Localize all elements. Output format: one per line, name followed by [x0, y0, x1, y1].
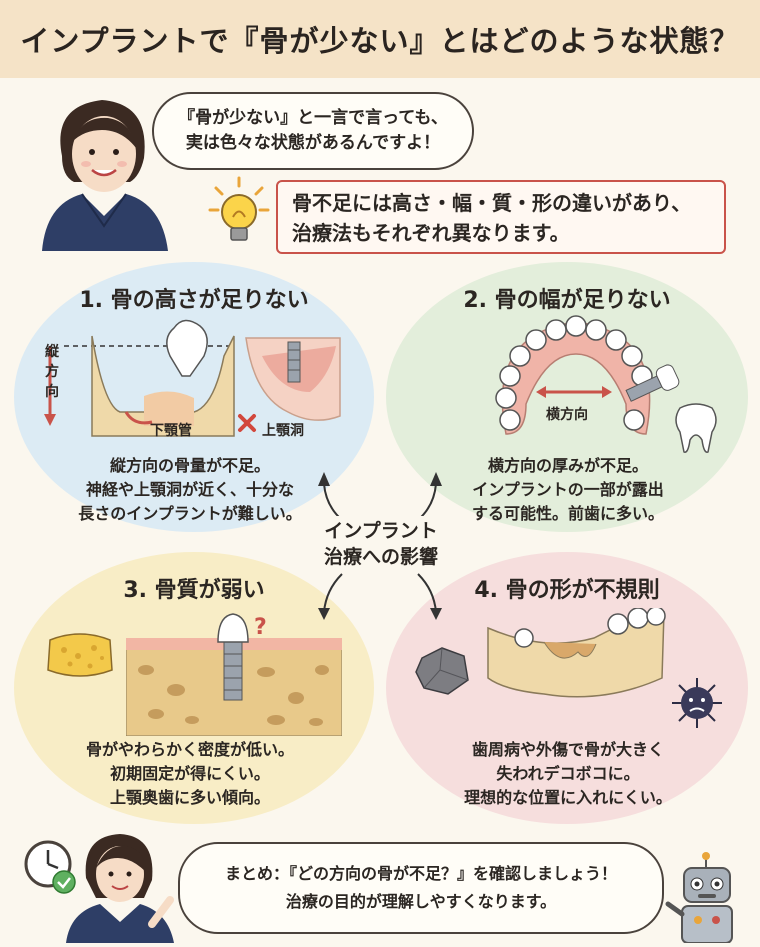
svg-text:?: ?: [254, 615, 267, 640]
section-4-title: 4. 骨の形が不規則: [474, 578, 660, 603]
desc-line: 長さのインプラントが難しい。: [78, 504, 302, 523]
section-2-title: 2. 骨の幅が足りない: [463, 288, 671, 313]
mandibular-canal-label: 下顎管: [150, 423, 192, 439]
desc-line: 上顎奥歯に多い傾向。: [109, 788, 270, 807]
key-point-box: 骨不足には高さ・幅・質・形の違いがあり、 治療法もそれぞれ異なります。: [276, 180, 726, 254]
dental-arch-illustration: [486, 314, 726, 448]
center-line-1: インプラント: [324, 520, 438, 542]
note-line-2: 治療法もそれぞれ異なります。: [292, 221, 570, 245]
vertical-char-3: 向: [45, 384, 59, 400]
desc-line: 理想的な位置に入れにくい。: [464, 788, 672, 807]
doctor-illustration: [22, 86, 182, 251]
summary-line-1: まとめ：『どの方向の骨が不足？』を確認しましょう！: [224, 864, 617, 883]
irregular-jaw-illustration: [484, 606, 668, 708]
vertical-label: 縦 方 向: [42, 342, 62, 402]
section-3-title: 3. 骨質が弱い: [123, 578, 265, 603]
tooth-icon: [672, 400, 720, 456]
section-1-title: 1. 骨の高さが足りない: [79, 288, 309, 313]
desc-line: 横方向の厚みが不足。: [487, 456, 648, 475]
maxillary-sinus-label: 上顎洞: [262, 423, 304, 439]
desc-line: 骨がやわらかく密度が低い。: [85, 740, 294, 759]
section-3-description: 骨がやわらかく密度が低い。 初期固定が得にくい。 上顎奥歯に多い傾向。: [40, 738, 340, 810]
vertical-char-2: 方: [45, 364, 59, 380]
desc-line: 初期固定が得にくい。: [110, 764, 270, 783]
desc-line: 失われデコボコに。: [496, 764, 640, 783]
note-line-1: 骨不足には高さ・幅・質・形の違いがあり、: [292, 191, 692, 215]
light-bulb-icon: [206, 172, 272, 250]
section-2-description: 横方向の厚みが不足。 インプラントの一部が露出 する可能性。前歯に多い。: [418, 454, 718, 526]
section-4-description: 歯周病や外傷で骨が大きく 失われデコボコに。 理想的な位置に入れにくい。: [418, 738, 718, 810]
desc-line: インプラントの一部が露出: [472, 480, 664, 499]
title-banner: インプラントで『骨が少ない』とはどのような状態？: [0, 0, 760, 78]
doctor-pointing-illustration: [60, 828, 180, 943]
horizontal-label: 横方向: [546, 407, 588, 423]
section-width-panel: [386, 262, 748, 532]
rock-icon: [412, 644, 472, 698]
desc-line: 神経や上顎洞が近く、十分な: [85, 480, 294, 499]
page-title: インプラントで『骨が少ない』とはどのような状態？: [20, 24, 740, 58]
center-line-2: 治療への影響: [323, 546, 438, 568]
desc-line: 縦方向の骨量が不足。: [109, 456, 270, 475]
desc-line: する可能性。前歯に多い。: [471, 504, 664, 523]
summary-line-2: 治療の目的が理解しやすくなります。: [285, 892, 557, 911]
porous-bone-illustration: ?: [125, 610, 343, 737]
section-1-description: 縦方向の骨量が不足。 神経や上顎洞が近く、十分な 長さのインプラントが難しい。: [40, 454, 340, 526]
intro-speech-bubble: 『骨が少ない』と一言で言っても、 実は色々な状態があるんですよ！: [152, 92, 474, 170]
bone-height-illustration: [44, 316, 344, 446]
intro-line-1: 『骨が少ない』と一言で言っても、: [178, 108, 448, 128]
robot-icon: [662, 852, 752, 944]
summary-speech-bubble: まとめ：『どの方向の骨が不足？』を確認しましょう！ 治療の目的が理解しやすくなり…: [178, 842, 664, 934]
germ-icon: [670, 676, 724, 730]
center-label: インプラント 治療への影響: [314, 516, 448, 572]
intro-line-2: 実は色々な状態があるんですよ！: [185, 133, 441, 153]
desc-line: 歯周病や外傷で骨が大きく: [471, 740, 664, 759]
sponge-icon: [42, 626, 118, 684]
clock-icon: [20, 836, 80, 896]
vertical-char-1: 縦: [45, 344, 59, 360]
